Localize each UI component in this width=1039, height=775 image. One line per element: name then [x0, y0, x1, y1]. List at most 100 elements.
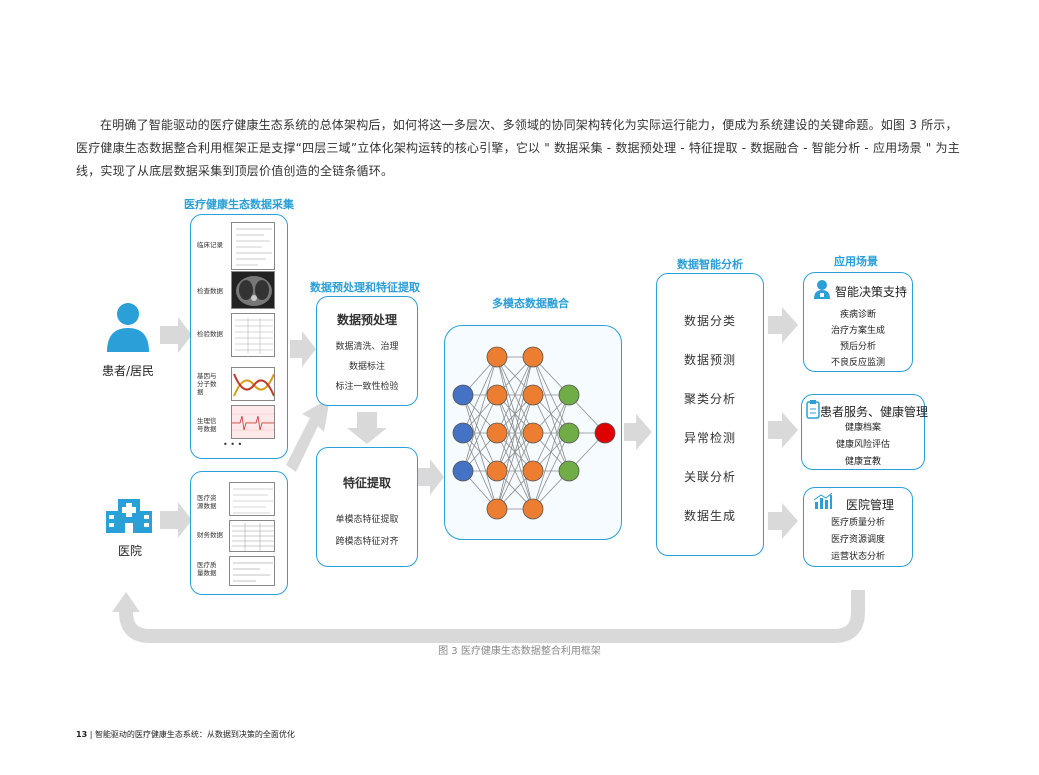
- arrow-patient: [160, 317, 192, 353]
- output-node: [594, 422, 616, 444]
- feature-item: 跨模态特征对齐: [335, 537, 399, 547]
- bar-chart-icon: [813, 492, 833, 509]
- app-item: 治疗方案生成: [830, 326, 885, 336]
- nn-edge: [496, 356, 534, 510]
- doctor-icon: [814, 280, 830, 299]
- hidden-node: [486, 460, 508, 482]
- analysis-item: 数据分类: [683, 314, 736, 328]
- app-item: 不良反应监测: [830, 358, 885, 368]
- footer-title: 智能驱动的医疗健康生态系统：从数据到决策的全面优化: [94, 730, 295, 739]
- hidden-node: [522, 384, 544, 406]
- app-item: 健康风险评估: [835, 440, 890, 450]
- analysis-item: 数据预测: [683, 353, 736, 367]
- hidden-node: [522, 498, 544, 520]
- data-label: 财务数据: [197, 531, 223, 539]
- page-number: 13: [76, 730, 88, 739]
- data-label: 医疗质 量数据: [197, 561, 217, 577]
- feature-box: 特征提取 单模态特征提取 跨模态特征对齐: [316, 447, 418, 567]
- page-footer: 13 | 智能驱动的医疗健康生态系统：从数据到决策的全面优化: [76, 729, 295, 740]
- arrow-app-3: [768, 503, 798, 539]
- app-title: 智能决策支持: [835, 285, 908, 299]
- hidden-node: [522, 346, 544, 368]
- input-node: [452, 422, 474, 444]
- ecg-thumb: [231, 405, 275, 439]
- title-collection: 医疗健康生态数据采集: [184, 198, 294, 211]
- hidden-node-green: [558, 460, 580, 482]
- app-decision-box: 智能决策支持 疾病诊断 治疗方案生成 预后分析 不良反应监测: [803, 272, 913, 372]
- nn-edge: [496, 432, 534, 510]
- title-preprocess: 数据预处理和特征提取: [310, 281, 420, 294]
- feedback-loop-arrow: [119, 590, 865, 643]
- app-item: 医疗资源调度: [830, 535, 885, 545]
- data-label: 基因与 分子数 据: [197, 372, 217, 396]
- input-node: [452, 460, 474, 482]
- app-hospital-box: 医院管理 医疗质量分析 医疗资源调度 运营状态分析: [803, 487, 913, 567]
- neural-network: [452, 346, 616, 520]
- nn-edge: [532, 394, 570, 472]
- app-item: 疾病诊断: [839, 310, 876, 320]
- hidden-node: [486, 384, 508, 406]
- analysis-item: 关联分析: [683, 470, 736, 484]
- hidden-node: [522, 460, 544, 482]
- preprocess-title: 数据预处理: [336, 313, 397, 327]
- hidden-node: [486, 422, 508, 444]
- app-item: 预后分析: [839, 342, 876, 352]
- arrow-fusion-analysis: [624, 414, 652, 450]
- arrow-hospital: [160, 502, 192, 538]
- nn-edge: [496, 394, 534, 510]
- app-item: 健康宣教: [844, 457, 881, 467]
- clipboard-icon: [806, 400, 820, 419]
- ct-scan-thumb: [231, 271, 275, 309]
- arrow-app-1: [768, 307, 798, 343]
- arrow-collect-pre: [290, 331, 316, 367]
- hidden-node-green: [558, 422, 580, 444]
- title-fusion: 多模态数据融合: [492, 297, 569, 310]
- data-label: 临床记录: [197, 241, 223, 249]
- patient-label: 患者/居民: [101, 364, 155, 378]
- feature-item: 单模态特征提取: [335, 515, 399, 525]
- arrow-diagonal: [286, 398, 330, 472]
- preprocess-item: 数据清洗、治理: [335, 342, 399, 352]
- body-paragraph: 在明确了智能驱动的医疗健康生态系统的总体架构后，如何将这一多层次、多领域的协同架…: [76, 118, 960, 178]
- title-analysis: 数据智能分析: [677, 258, 743, 271]
- feature-title: 特征提取: [342, 476, 391, 490]
- ellipsis: • • •: [223, 440, 243, 449]
- fusion-box: [444, 325, 622, 540]
- hidden-node: [486, 346, 508, 368]
- preprocess-item: 数据标注: [348, 362, 385, 372]
- preprocess-box: 数据预处理 数据清洗、治理 数据标注 标注一致性检验: [316, 296, 418, 406]
- analysis-item: 异常检测: [683, 431, 736, 445]
- app-title: 患者服务、健康管理: [820, 405, 929, 419]
- figure-caption: 图 3 医疗健康生态数据整合利用框架: [438, 646, 601, 657]
- nn-edge: [462, 356, 498, 472]
- quality-thumb: [229, 556, 275, 586]
- nn-edge: [532, 394, 570, 510]
- hidden-node-green: [558, 384, 580, 406]
- nn-edge: [462, 356, 498, 434]
- patient-icon: [107, 303, 149, 352]
- hospital-data-box: 医疗资 源数据 财务数据 医疗质 量数据: [190, 471, 288, 595]
- app-patient-box: 患者服务、健康管理 健康档案 健康风险评估 健康宣教: [801, 394, 929, 470]
- title-applications: 应用场景: [834, 255, 878, 268]
- finance-thumb: [229, 520, 275, 552]
- hospital-label: 医院: [117, 544, 142, 558]
- patient-data-box: 临床记录 检查数据 检验数据 基因与 分子数 据 生理信 号数据 • • •: [190, 214, 288, 459]
- dna-thumb: [231, 367, 275, 401]
- arrow-pre-feature: [347, 412, 387, 444]
- nn-edge: [496, 356, 534, 434]
- resource-thumb: [229, 482, 275, 516]
- arrow-app-2: [768, 412, 798, 448]
- nn-edge: [496, 356, 534, 472]
- lab-test-thumb: [231, 313, 275, 357]
- data-label: 生理信 号数据: [197, 417, 217, 433]
- app-title: 医院管理: [846, 498, 895, 512]
- analysis-item: 聚类分析: [683, 392, 736, 406]
- nn-edge: [462, 394, 498, 472]
- arrow-feature-fusion: [418, 459, 444, 495]
- analysis-box: 数据分类 数据预测 聚类分析 异常检测 关联分析 数据生成: [656, 273, 764, 556]
- feedback-loop-head: [112, 592, 140, 612]
- nn-edge: [532, 432, 570, 510]
- hidden-node: [486, 498, 508, 520]
